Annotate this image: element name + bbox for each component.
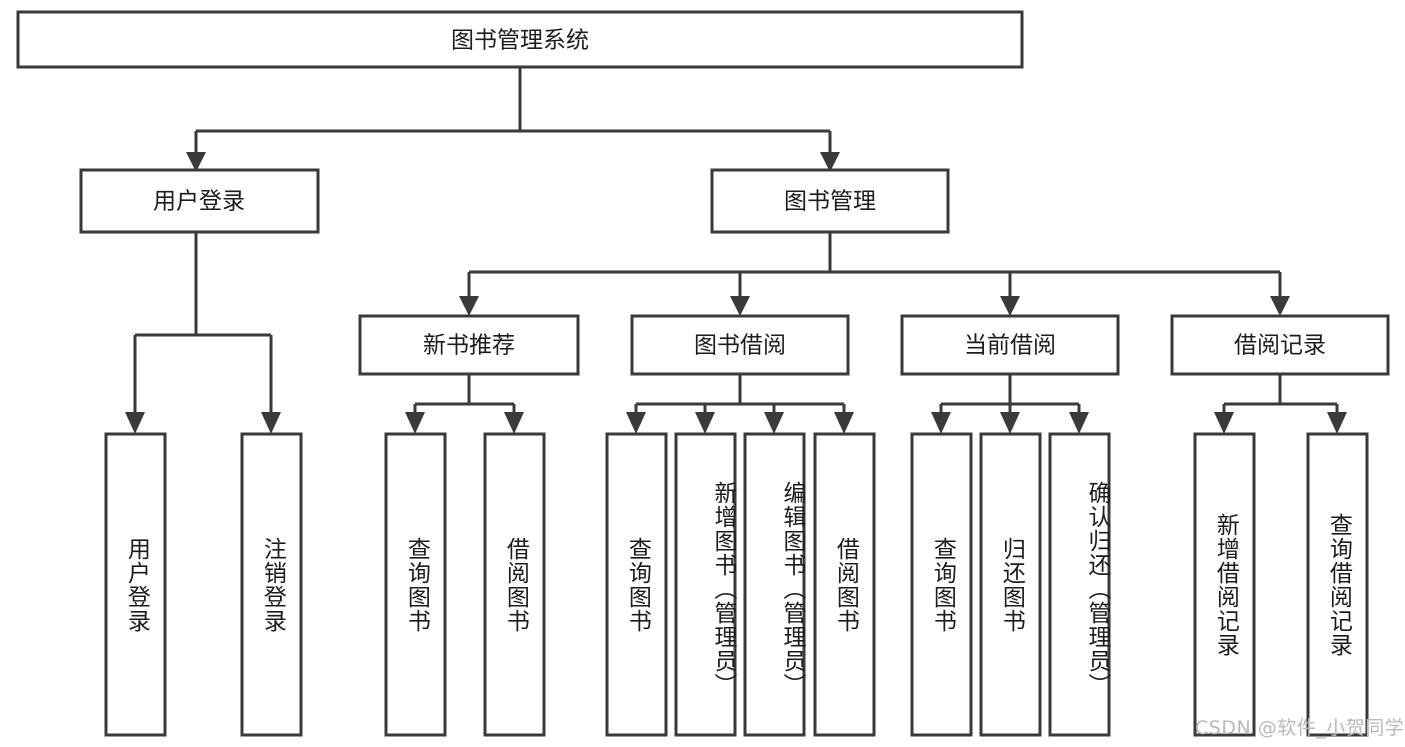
arrow-user-login — [186, 152, 206, 172]
arrow-leaf-book-borrow-4 — [834, 412, 854, 434]
book-management-label: 图书管理 — [784, 189, 876, 215]
user-login-box[interactable] — [79, 168, 320, 234]
arrow-leaf-borrow-record-2 — [1327, 412, 1347, 434]
arrow-book-manage — [820, 152, 840, 172]
borrow-record-label: 借阅记录 — [1234, 333, 1326, 359]
arrow-leaf-new-book-1 — [405, 412, 425, 434]
arrow-book-borrow — [730, 296, 750, 316]
arrow-borrow-record — [1270, 296, 1290, 316]
arrowheads-level2 — [186, 152, 840, 172]
arrow-leaf-book-borrow-1 — [626, 412, 646, 434]
arrow-leaf-borrow-record-1 — [1214, 412, 1234, 434]
root-label: 图书管理系统 — [451, 28, 589, 54]
leaf-box-user-login-2[interactable] — [240, 432, 303, 737]
leaf-box-book-borrow-1[interactable] — [605, 432, 668, 737]
book-borrow-label: 图书借阅 — [694, 333, 786, 359]
leaf-box-current-borrow-3[interactable] — [1048, 432, 1111, 737]
leaf-box-borrow-record-2[interactable] — [1306, 432, 1369, 737]
arrow-leaf-book-borrow-3 — [764, 412, 784, 434]
new-book-recommend-box[interactable] — [358, 314, 580, 376]
arrow-leaf-user-login-1 — [125, 412, 145, 434]
connector-group-book-manage — [459, 232, 1290, 316]
connector-group-new-book — [405, 374, 524, 434]
node-current-borrow[interactable]: 当前借阅 — [900, 314, 1120, 376]
connector-group-book-borrow — [626, 374, 854, 434]
new-book-recommend-label: 新书推荐 — [423, 333, 515, 359]
leaf-box-book-borrow-3[interactable] — [743, 432, 806, 737]
node-user-login[interactable]: 用户登录 — [79, 168, 320, 234]
leaf-box-borrow-record-1[interactable] — [1193, 432, 1256, 737]
leaf-box-user-login-1[interactable] — [104, 432, 167, 737]
arrow-new-book — [459, 296, 479, 316]
book-management-box[interactable] — [710, 168, 950, 234]
connector-group-root-to-level2 — [194, 67, 832, 156]
node-new-book-recommend[interactable]: 新书推荐 — [358, 314, 580, 376]
leaf-box-book-borrow-4[interactable] — [813, 432, 876, 737]
arrow-leaf-current-borrow-3 — [1069, 412, 1089, 434]
arrow-leaf-book-borrow-2 — [695, 412, 715, 434]
leaf-box-current-borrow-2[interactable] — [979, 432, 1042, 737]
user-login-label: 用户登录 — [153, 189, 245, 215]
current-borrow-box[interactable] — [900, 314, 1120, 376]
connector-group-user-login — [125, 232, 281, 434]
arrow-leaf-current-borrow-1 — [931, 412, 951, 434]
borrow-record-box[interactable] — [1170, 314, 1390, 376]
root-box[interactable] — [16, 10, 1024, 69]
arrow-leaf-current-borrow-2 — [1000, 412, 1020, 434]
node-book-management[interactable]: 图书管理 — [710, 168, 950, 234]
leaf-box-new-book-1[interactable] — [384, 432, 447, 737]
leaf-box-current-borrow-1[interactable] — [910, 432, 973, 737]
leaf-box-book-borrow-2[interactable] — [674, 432, 737, 737]
node-borrow-record[interactable]: 借阅记录 — [1170, 314, 1390, 376]
node-root-book-management-system[interactable]: 图书管理系统 — [16, 10, 1024, 69]
connector-group-current-borrow — [931, 374, 1089, 434]
arrow-leaf-user-login-2 — [261, 412, 281, 434]
csdn-watermark: CSDN @软件_小贺同学 — [1195, 717, 1405, 739]
current-borrow-label: 当前借阅 — [964, 333, 1056, 359]
arrow-leaf-new-book-2 — [504, 412, 524, 434]
connector-group-borrow-record — [1214, 374, 1347, 434]
leaf-box-new-book-2[interactable] — [483, 432, 546, 737]
book-borrow-box[interactable] — [630, 314, 850, 376]
arrow-current-borrow — [1000, 296, 1020, 316]
node-book-borrow[interactable]: 图书借阅 — [630, 314, 850, 376]
